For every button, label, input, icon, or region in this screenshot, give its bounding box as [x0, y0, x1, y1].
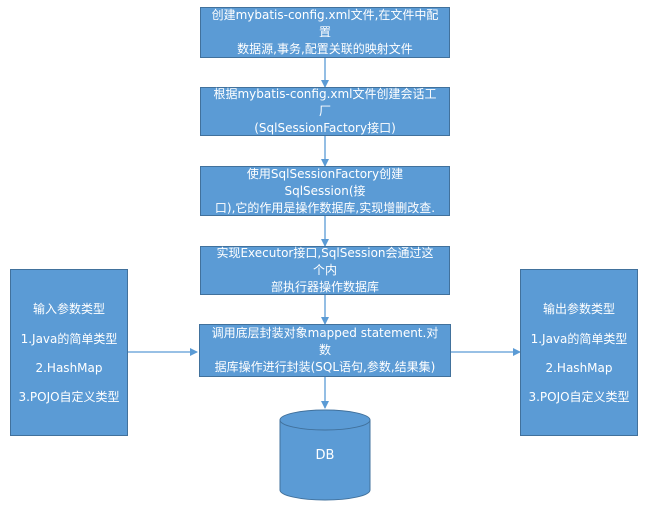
input-parameter-types: 输入参数类型 1.Java的简单类型 2.HashMap 3.POJO自定义类型: [10, 269, 128, 436]
output-parameter-types: 输出参数类型 1.Java的简单类型 2.HashMap 3.POJO自定义类型: [520, 269, 638, 436]
input-title: 输入参数类型: [32, 301, 105, 316]
step-3-line-1: 使用SqlSessionFactory创建SqlSession(接: [246, 166, 404, 198]
step-5-line-2: 据库操作进行封装(SQL语句,参数,结果集): [214, 360, 436, 374]
step-2-session-factory: 根据mybatis-config.xml文件创建会话工厂 (SqlSession…: [200, 87, 450, 136]
output-item-2: 2.HashMap: [545, 360, 613, 375]
output-item-1: 1.Java的简单类型: [530, 332, 628, 347]
input-item-3: 3.POJO自定义类型: [18, 390, 120, 405]
step-5-line-1: 调用底层封装对象mapped statement.对数: [211, 326, 439, 357]
input-item-1: 1.Java的简单类型: [20, 332, 118, 347]
step-3-sql-session: 使用SqlSessionFactory创建SqlSession(接 口),它的作…: [200, 166, 450, 216]
step-1-line-1: 创建mybatis-config.xml文件,在文件中配置: [211, 8, 439, 39]
output-item-3: 3.POJO自定义类型: [528, 390, 630, 405]
step-1-config-file: 创建mybatis-config.xml文件,在文件中配置 数据源,事务,配置关…: [200, 7, 450, 58]
input-item-2: 2.HashMap: [35, 360, 103, 375]
step-2-line-2: (SqlSessionFactory接口): [254, 121, 396, 135]
step-2-line-1: 根据mybatis-config.xml文件创建会话工厂: [213, 87, 437, 118]
step-4-line-1: 实现Executor接口,SqlSession会通过这个内: [216, 246, 434, 277]
step-1-line-2: 数据源,事务,配置关联的映射文件: [237, 42, 413, 56]
step-4-executor: 实现Executor接口,SqlSession会通过这个内 部执行器操作数据库: [200, 246, 450, 295]
step-5-mapped-statement: 调用底层封装对象mapped statement.对数 据库操作进行封装(SQL…: [199, 324, 451, 377]
step-4-line-2: 部执行器操作数据库: [270, 280, 379, 294]
step-3-line-2: 口),它的作用是操作数据库,实现增删改查.: [214, 200, 436, 215]
output-title: 输出参数类型: [542, 301, 615, 316]
db-label: DB: [315, 448, 335, 463]
db-cylinder: [279, 409, 371, 501]
